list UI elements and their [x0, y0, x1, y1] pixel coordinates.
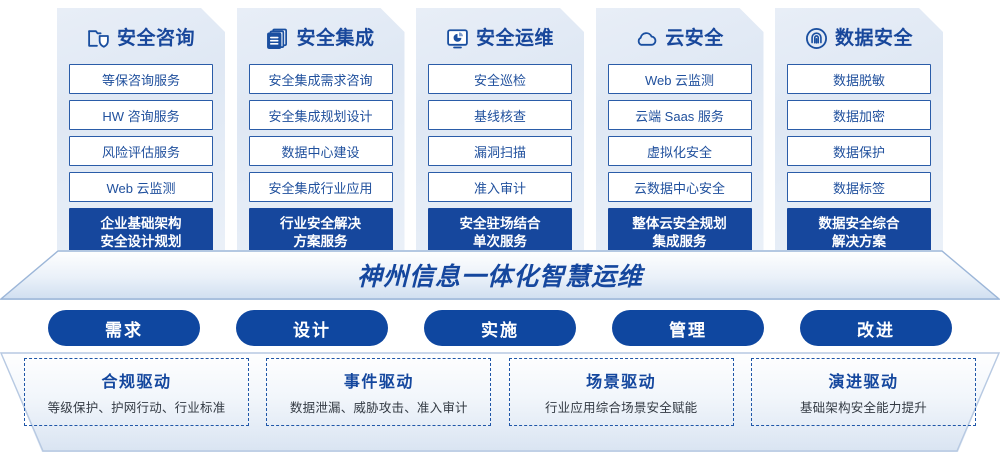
driver-title: 事件驱动	[343, 374, 414, 391]
column-title: 安全咨询	[116, 27, 195, 49]
service-item[interactable]: 数据标签	[787, 172, 931, 202]
fingerprint-icon	[805, 27, 828, 50]
service-item[interactable]: 基线核查	[428, 100, 572, 130]
driver-title: 场景驱动	[586, 374, 657, 391]
summary-line: 安全驻场结合	[459, 216, 541, 231]
service-columns: 安全咨询 等保咨询服务 HW 咨询服务 风险评估服务 Web 云监测 企业基础架…	[0, 8, 1000, 250]
service-item[interactable]: 云数据中心安全	[608, 172, 752, 202]
driver-title: 演进驱动	[828, 374, 899, 391]
summary-line: 数据安全综合	[818, 216, 900, 231]
service-item[interactable]: 数据加密	[787, 100, 931, 130]
service-item[interactable]: 云端 Saas 服务	[608, 100, 752, 130]
banner-outline	[0, 250, 1000, 300]
service-item[interactable]: 等保咨询服务	[69, 64, 213, 94]
service-item[interactable]: 数据脱敏	[787, 64, 931, 94]
driver-subtitle: 基础架构安全能力提升	[799, 401, 927, 415]
service-item[interactable]: 风险评估服务	[69, 136, 213, 166]
service-item[interactable]: 准入审计	[428, 172, 572, 202]
driver-incident[interactable]: 事件驱动 数据泄漏、威胁攻击、准入审计	[266, 358, 492, 426]
service-item[interactable]: 数据中心建设	[249, 136, 393, 166]
driver-subtitle: 数据泄漏、威胁攻击、准入审计	[289, 401, 468, 415]
driver-title: 合规驱动	[101, 374, 172, 391]
driver-list: 合规驱动 等级保护、护网行动、行业标准 事件驱动 数据泄漏、威胁攻击、准入审计 …	[0, 358, 1000, 446]
service-item[interactable]: 安全巡检	[428, 64, 572, 94]
summary-line: 行业安全解决	[280, 216, 361, 231]
column-title: 安全集成	[296, 27, 375, 49]
column-title: 数据安全	[834, 27, 913, 49]
column-header: 云安全	[608, 18, 752, 58]
service-column-data-security[interactable]: 数据安全 数据脱敏 数据加密 数据保护 数据标签 数据安全综合 解决方案	[775, 8, 943, 250]
column-summary[interactable]: 行业安全解决 方案服务	[249, 208, 393, 258]
service-item[interactable]: 虚拟化安全	[608, 136, 752, 166]
column-header: 安全咨询	[69, 18, 213, 58]
service-item[interactable]: 安全集成行业应用	[249, 172, 393, 202]
banner-title: 神州信息一体化智慧运维	[356, 263, 643, 291]
column-header: 数据安全	[787, 18, 931, 58]
driver-scenario[interactable]: 场景驱动 行业应用综合场景安全赋能	[508, 358, 734, 426]
banner-shape	[0, 250, 1000, 300]
column-summary[interactable]: 企业基础架构 安全设计规划	[69, 208, 213, 258]
phase-pills: 需求 设计 实施 管理 改进	[0, 310, 1000, 346]
driver-compliance[interactable]: 合规驱动 等级保护、护网行动、行业标准	[24, 358, 249, 426]
service-item[interactable]: 安全集成需求咨询	[249, 64, 393, 94]
monitor-chart-icon	[446, 27, 469, 50]
column-title: 安全运维	[475, 27, 554, 49]
driver-band-shape	[0, 352, 1000, 452]
platform-banner: 神州信息一体化智慧运维	[0, 250, 1000, 300]
driver-subtitle: 行业应用综合场景安全赋能	[544, 401, 698, 415]
column-summary[interactable]: 数据安全综合 解决方案	[787, 208, 931, 258]
service-column-security-operations[interactable]: 安全运维 安全巡检 基线核查 漏洞扫描 准入审计 安全驻场结合 单次服务	[416, 8, 584, 250]
service-item[interactable]: Web 云监测	[69, 172, 213, 202]
column-summary[interactable]: 整体云安全规划 集成服务	[608, 208, 752, 258]
service-item[interactable]: HW 咨询服务	[69, 100, 213, 130]
summary-line: 安全设计规划	[100, 234, 182, 249]
service-column-security-consulting[interactable]: 安全咨询 等保咨询服务 HW 咨询服务 风险评估服务 Web 云监测 企业基础架…	[57, 8, 225, 250]
phase-pill-improvement[interactable]: 改进	[800, 310, 952, 346]
driver-band-outline	[0, 352, 1000, 452]
summary-line: 方案服务	[293, 234, 348, 249]
service-column-cloud-security[interactable]: 云安全 Web 云监测 云端 Saas 服务 虚拟化安全 云数据中心安全 整体云…	[596, 8, 764, 250]
driver-band: 合规驱动 等级保护、护网行动、行业标准 事件驱动 数据泄漏、威胁攻击、准入审计 …	[0, 352, 1000, 452]
phase-pill-implementation[interactable]: 实施	[424, 310, 576, 346]
column-title: 云安全	[665, 27, 724, 49]
phase-pill-requirement[interactable]: 需求	[48, 310, 200, 346]
summary-line: 集成服务	[652, 234, 707, 249]
summary-line: 整体云安全规划	[632, 216, 727, 231]
phase-pill-management[interactable]: 管理	[612, 310, 764, 346]
column-summary[interactable]: 安全驻场结合 单次服务	[428, 208, 572, 258]
service-item[interactable]: 漏洞扫描	[428, 136, 572, 166]
stacked-documents-icon	[266, 27, 289, 50]
summary-line: 解决方案	[832, 234, 886, 249]
phase-pill-design[interactable]: 设计	[236, 310, 388, 346]
folder-shield-icon	[87, 27, 110, 50]
service-item[interactable]: Web 云监测	[608, 64, 752, 94]
column-header: 安全运维	[428, 18, 572, 58]
cloud-icon	[635, 27, 658, 50]
summary-line: 单次服务	[473, 234, 527, 249]
service-item[interactable]: 安全集成规划设计	[249, 100, 393, 130]
service-item[interactable]: 数据保护	[787, 136, 931, 166]
driver-evolution[interactable]: 演进驱动 基础架构安全能力提升	[750, 358, 976, 426]
driver-subtitle: 等级保护、护网行动、行业标准	[47, 401, 226, 415]
column-header: 安全集成	[249, 18, 393, 58]
service-column-security-integration[interactable]: 安全集成 安全集成需求咨询 安全集成规划设计 数据中心建设 安全集成行业应用 行…	[237, 8, 405, 250]
summary-line: 企业基础架构	[100, 216, 182, 231]
